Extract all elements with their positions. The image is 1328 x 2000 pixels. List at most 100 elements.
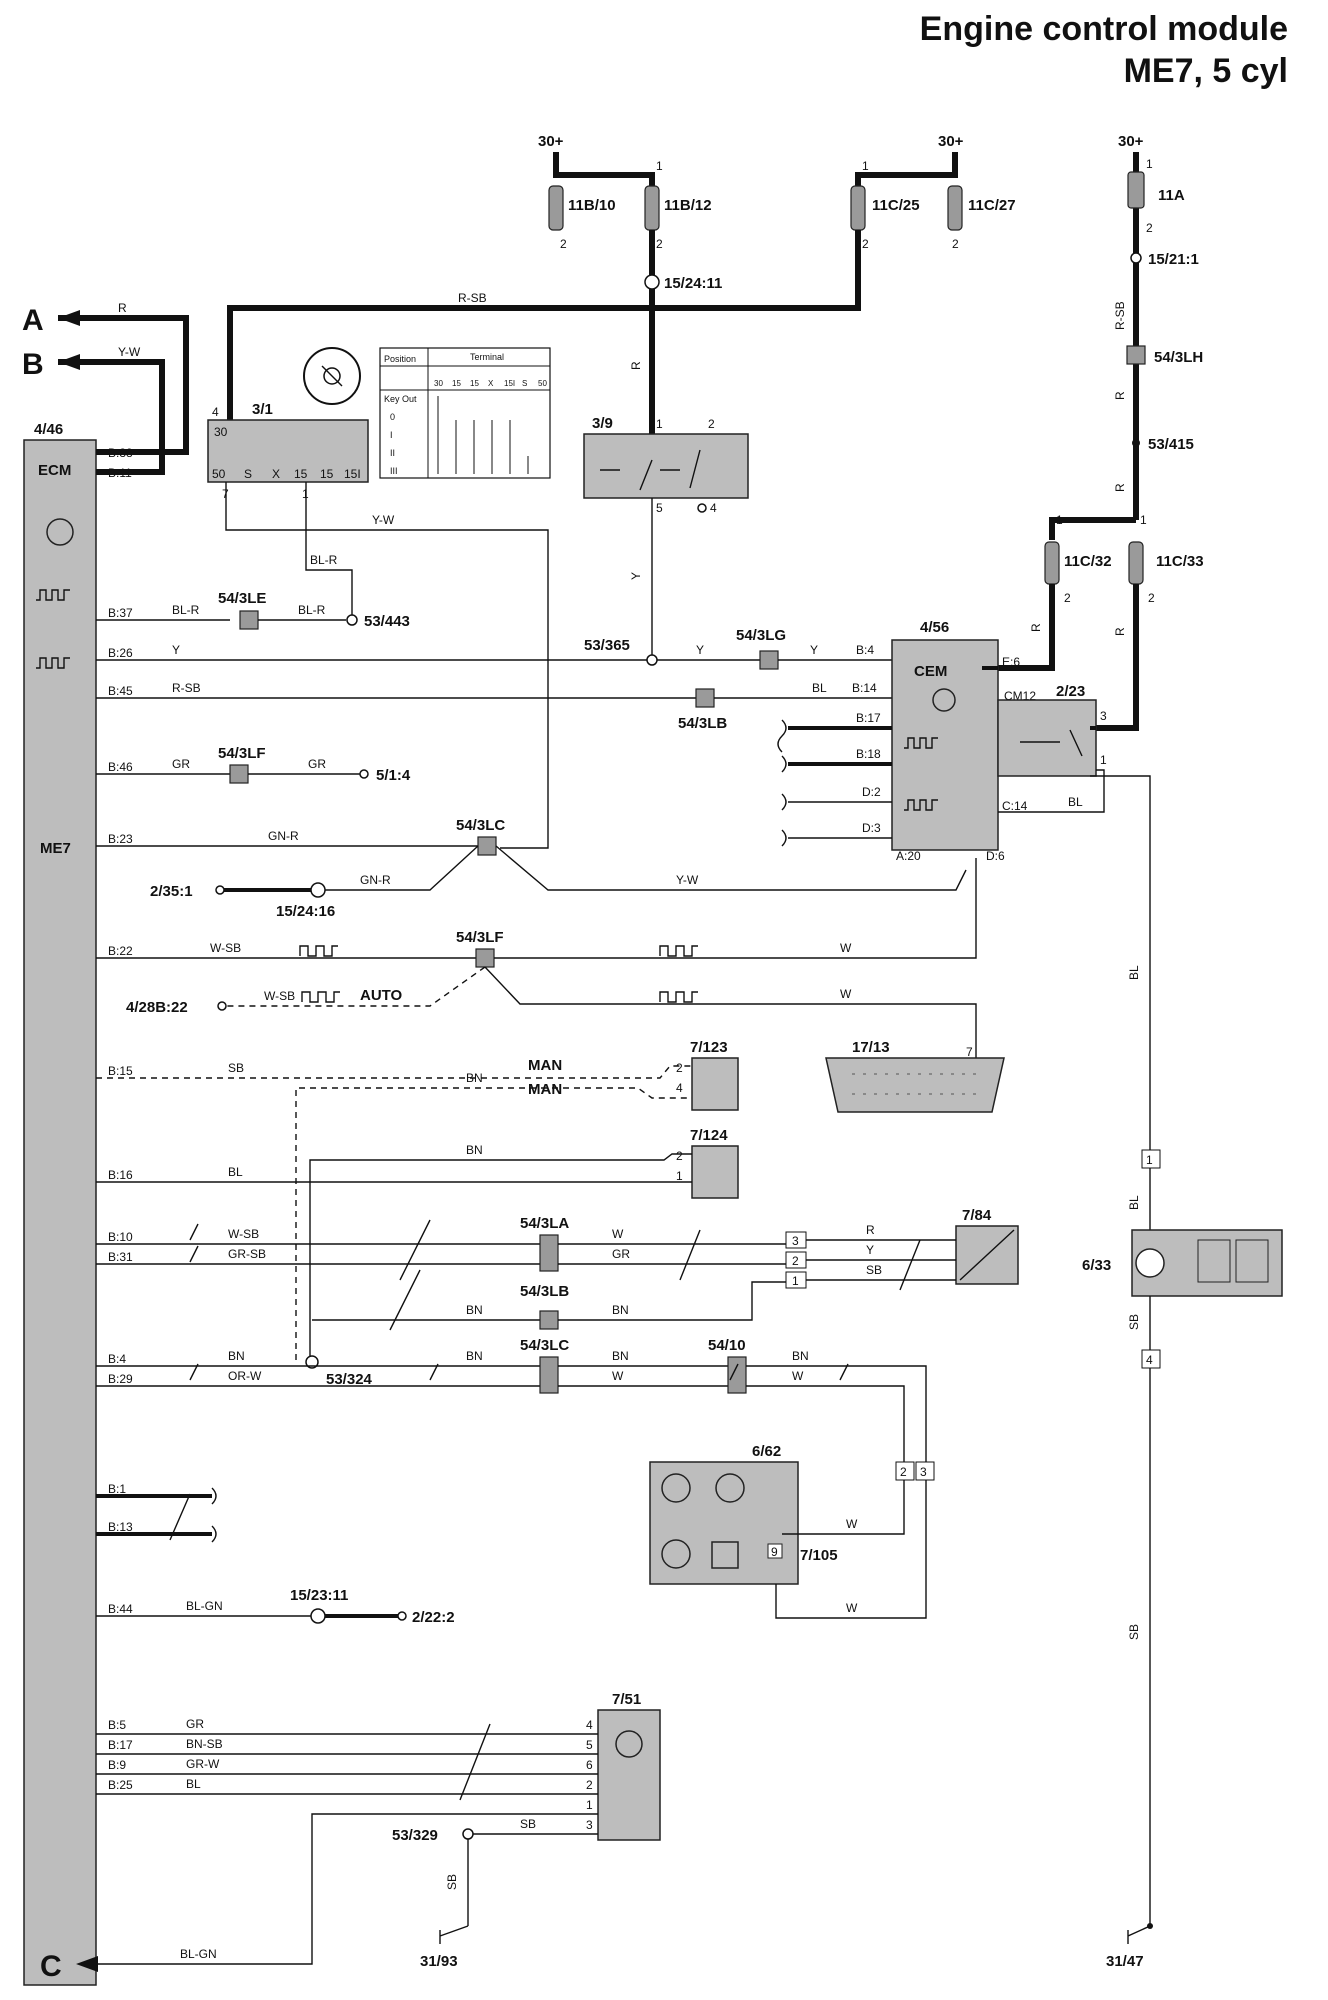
svg-text:1: 1 [792,1274,799,1288]
reference-b: B Y-W [22,345,165,475]
component-7-123: 7/123 2 4 [676,1039,739,1111]
ecm-pin: B:17 [108,1738,133,1752]
svg-text:B:14: B:14 [852,681,877,695]
svg-text:11A: 11A [1158,187,1185,204]
svg-text:BN: BN [612,1349,629,1363]
svg-text:2: 2 [1064,591,1071,605]
svg-text:50: 50 [538,379,547,388]
ecm-pin: B:1 [108,1482,126,1496]
svg-text:1: 1 [862,159,869,173]
pulse-icon [301,991,340,1003]
svg-text:54/3LH: 54/3LH [1154,349,1203,366]
svg-text:2: 2 [1146,221,1153,235]
ecm-body [23,439,97,1986]
switch-3-9-body [583,433,749,499]
svg-text:30: 30 [434,379,443,388]
svg-text:W: W [840,941,852,955]
pin-9-box [767,1543,783,1559]
svg-text:54/3LC: 54/3LC [456,817,505,834]
svg-text:BN-SB: BN-SB [186,1737,223,1751]
svg-text:B: B [22,348,44,381]
svg-text:15/24:11: 15/24:11 [664,275,722,292]
connector-pin-2-bottom [895,1461,915,1481]
svg-text:BL: BL [228,1165,243,1179]
splice-54-3la [539,1234,559,1272]
svg-text:A:20: A:20 [896,849,921,863]
wire-b-yw [58,359,165,475]
svg-text:5: 5 [586,1738,593,1752]
wire-twist-icon [459,1723,491,1801]
svg-text:2: 2 [676,1061,683,1075]
svg-text:BL: BL [1127,1195,1141,1210]
pulse-signal-icon [904,799,938,811]
pulse-icon [659,945,698,957]
svg-text:15: 15 [452,379,461,388]
svg-text:4/56: 4/56 [920,619,949,636]
svg-text:2: 2 [586,1778,593,1792]
svg-text:3/1: 3/1 [252,401,273,418]
throttle-unit-body [649,1461,799,1585]
wire-twist-icon [189,1363,849,1381]
svg-text:53/329: 53/329 [392,1827,438,1844]
svg-text:4/28B:22: 4/28B:22 [126,999,188,1016]
motor-icon [661,1539,691,1569]
svg-text:MAN: MAN [528,1081,562,1098]
svg-text:BL-GN: BL-GN [186,1599,223,1613]
svg-text:SB: SB [866,1263,882,1277]
ground-31-47-icon [1127,1925,1151,1944]
ecm-id: 4/46 [34,421,63,438]
wire-a-r [58,315,189,455]
svg-text:GR: GR [172,757,190,771]
svg-text:3: 3 [792,1234,799,1248]
connector-pin-4-right [1141,1349,1161,1369]
svg-text:B:4: B:4 [856,643,874,657]
arrow-c-icon [76,1956,98,1972]
svg-text:D:3: D:3 [862,821,881,835]
svg-text:B:18: B:18 [856,747,881,761]
svg-text:2/23: 2/23 [1056,683,1085,700]
svg-text:BN: BN [466,1071,483,1085]
ignition-switch-body [207,419,369,483]
ecm-pin: B:4 [108,1352,126,1366]
svg-text:W-SB: W-SB [228,1227,259,1241]
svg-text:1: 1 [656,417,663,431]
svg-text:54/3LB: 54/3LB [678,715,727,732]
splice-54-3lc-bottom [539,1356,559,1394]
svg-text:S: S [522,379,527,388]
svg-text:2: 2 [676,1149,683,1163]
svg-text:GR: GR [186,1717,204,1731]
arrow-a-icon [58,310,80,326]
svg-text:15: 15 [470,379,479,388]
svg-text:R: R [1029,623,1043,632]
diagram-title: Engine control module [919,10,1288,48]
svg-text:2: 2 [560,237,567,251]
svg-text:GN-R: GN-R [268,829,299,843]
diagnostic-connector-17-13: 17/13 7 [825,1039,1005,1113]
svg-text:4: 4 [1146,1353,1153,1367]
svg-text:X: X [488,379,494,388]
svg-text:6: 6 [586,1758,593,1772]
svg-text:BL: BL [1068,795,1083,809]
node-15-24-11 [644,274,660,290]
fuse-11c27 [947,185,963,231]
svg-text:7/51: 7/51 [612,1691,641,1708]
svg-text:OR-W: OR-W [228,1369,262,1383]
svg-text:1: 1 [676,1169,683,1183]
component-6-33: 6/33 [1082,1229,1283,1297]
ecm-me7-label: ME7 [40,840,71,857]
cem-module: 4/56 CEM E:6 CM12 C:14 B:17 B:18 D:2 D:3 [856,619,1036,851]
ecm-label: ECM [38,462,71,479]
svg-text:11B/10: 11B/10 [568,197,616,214]
splice-54-3lb-bottom [539,1310,559,1330]
svg-text:E:6: E:6 [1002,655,1020,669]
svg-text:AUTO: AUTO [360,987,403,1004]
svg-text:BN: BN [466,1349,483,1363]
splice-54-3lh [1126,345,1146,365]
sensor-icon [1197,1239,1231,1283]
fuse-11b12 [644,185,660,231]
svg-text:53/443: 53/443 [364,613,410,630]
throttle-unit-6-62: 6/62 9 7/105 [649,1443,838,1585]
splice-54-3lc-top [477,836,497,856]
fuse-11c32 [1044,541,1060,585]
svg-text:R-SB: R-SB [458,291,487,305]
